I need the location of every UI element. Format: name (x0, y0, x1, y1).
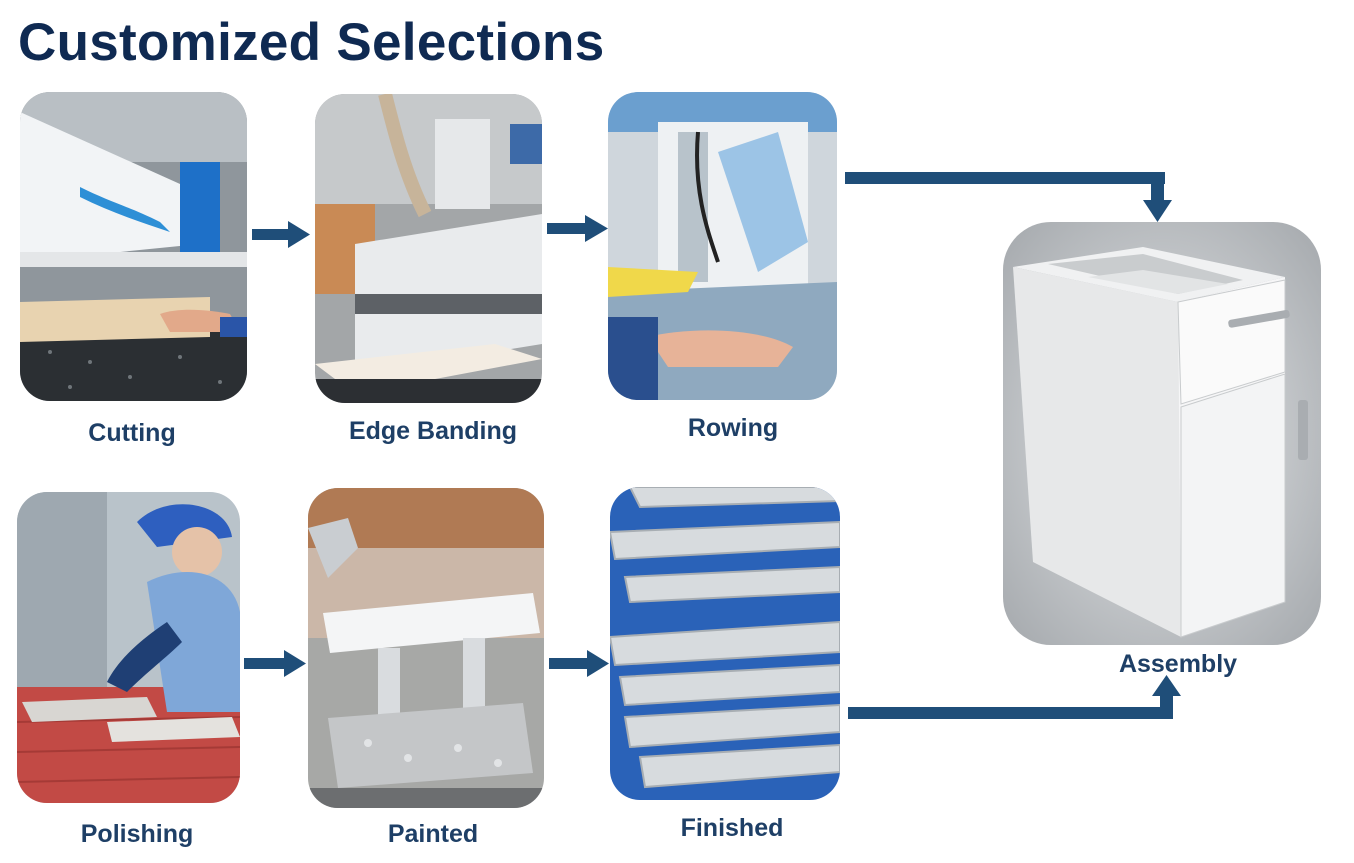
arrow-polishing-to-painted (244, 650, 306, 677)
arrow-cutting-to-edge-banding (252, 221, 310, 248)
arrow-edge-banding-to-rowing (547, 215, 608, 242)
polishing-photo (17, 492, 240, 803)
step-label-finished: Finished (680, 814, 784, 842)
arrow-rowing-to-assembly (845, 172, 1172, 222)
step-label-polishing: Polishing (80, 820, 194, 848)
arrow-finished-to-assembly (848, 675, 1181, 719)
page-title: Customized Selections (18, 13, 605, 72)
step-label-edge-banding: Edge Banding (348, 417, 518, 445)
assembly-photo (1003, 222, 1321, 645)
finished-photo (610, 487, 840, 800)
painted-photo (308, 488, 544, 808)
rowing-photo (608, 92, 837, 400)
step-label-cutting: Cutting (88, 419, 176, 447)
arrow-painted-to-finished (549, 650, 609, 677)
step-label-assembly: Assembly (1118, 650, 1238, 678)
step-label-rowing: Rowing (687, 414, 779, 442)
cutting-photo (20, 92, 247, 401)
step-label-painted: Painted (387, 820, 479, 848)
edge-banding-photo (315, 94, 542, 403)
